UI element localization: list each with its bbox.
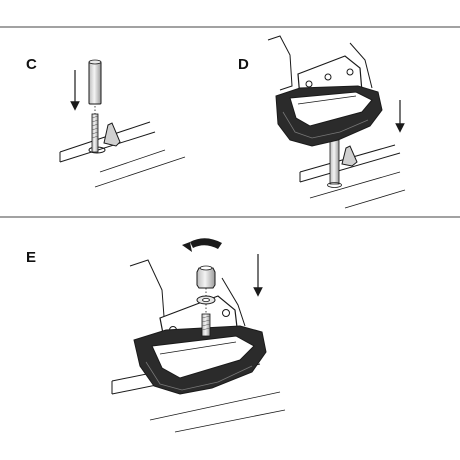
spacer-tube (88, 61, 102, 105)
step-label-c: C (26, 56, 37, 73)
panel-d (267, 35, 406, 209)
panel-e (111, 238, 286, 433)
rail-clip (103, 122, 121, 147)
hex-nut (196, 267, 216, 289)
panel-c (59, 59, 186, 188)
rotate-arrow-icon (190, 238, 222, 249)
step-label-d: D (238, 56, 249, 73)
bolt-with-spacer (329, 135, 340, 185)
step-label-e: E (26, 249, 37, 266)
